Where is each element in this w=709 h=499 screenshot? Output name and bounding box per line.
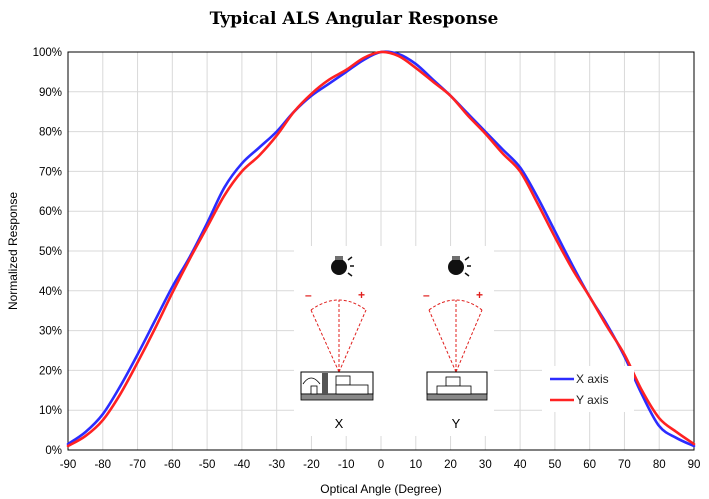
minus-label-y: – xyxy=(423,288,430,302)
x-tick-label: -20 xyxy=(303,459,320,471)
x-tick-label: 70 xyxy=(618,459,631,471)
diagram-y-group: – + Y xyxy=(423,256,488,431)
x-tick-label: 80 xyxy=(653,459,666,471)
y-tick-label: 70% xyxy=(39,166,62,178)
y-tick-label: 20% xyxy=(39,365,62,377)
y-tick-label: 100% xyxy=(33,47,62,59)
series-line-y-axis xyxy=(66,50,696,448)
y-tick-labels: 0% 10% 20% 30% 40% 50% 60% 70% 80% 90% 100% xyxy=(33,47,62,457)
sensor-orientation-diagram: – + X xyxy=(294,246,494,436)
y-tick-label: 0% xyxy=(45,445,62,457)
light-bulb-icon xyxy=(331,256,354,277)
legend: X axis Y axis xyxy=(542,366,634,412)
x-tick-label: -30 xyxy=(268,459,285,471)
y-tick-label: 30% xyxy=(39,326,62,338)
y-axis-label: Normalized Response xyxy=(6,192,20,310)
diagram-x-group: – + X xyxy=(300,256,374,431)
y-tick-label: 60% xyxy=(39,206,62,218)
angle-arc-x xyxy=(310,299,367,311)
x-tick-label: 30 xyxy=(479,459,492,471)
x-tick-label: 50 xyxy=(548,459,561,471)
x-tick-label: 10 xyxy=(409,459,422,471)
ray-left-x xyxy=(310,309,340,373)
diagram-background xyxy=(294,246,494,436)
sensor-module-y xyxy=(426,371,488,401)
ray-right-x xyxy=(338,309,367,373)
x-tick-label: 60 xyxy=(583,459,596,471)
legend-label-y-axis: Y axis xyxy=(576,393,608,407)
minus-label-x: – xyxy=(305,288,312,302)
diagram-label-y: Y xyxy=(452,416,461,431)
ray-left-y xyxy=(428,309,457,373)
x-tick-label: -70 xyxy=(129,459,146,471)
x-tick-label: 90 xyxy=(688,459,701,471)
plus-label-x: + xyxy=(358,288,365,302)
x-axis-label: Optical Angle (Degree) xyxy=(320,482,441,496)
legend-label-x-axis: X axis xyxy=(576,372,609,386)
light-bulb-icon xyxy=(448,256,471,277)
x-tick-label: -90 xyxy=(60,459,77,471)
sensor-module-x xyxy=(300,371,374,401)
series-group xyxy=(66,50,696,448)
angle-arc-y xyxy=(428,299,483,311)
chart-title: Typical ALS Angular Response xyxy=(210,9,499,29)
y-tick-label: 40% xyxy=(39,286,62,298)
y-tick-label: 10% xyxy=(39,405,62,417)
x-tick-label: -60 xyxy=(164,459,181,471)
x-tick-label: -10 xyxy=(338,459,355,471)
x-tick-label: -50 xyxy=(199,459,216,471)
legend-background xyxy=(542,366,634,412)
ray-right-y xyxy=(455,309,483,373)
x-tick-label: 20 xyxy=(444,459,457,471)
y-tick-label: 80% xyxy=(39,127,62,139)
x-tick-labels: -90 -80 -70 -60 -50 -40 -30 -20 -10 0 10 20 30 40 50 60… xyxy=(60,459,701,471)
y-tick-label: 90% xyxy=(39,87,62,99)
y-tick-label: 50% xyxy=(39,246,62,258)
x-tick-label: 40 xyxy=(514,459,527,471)
x-tick-label: -80 xyxy=(94,459,111,471)
x-tick-label: 0 xyxy=(378,459,384,471)
plus-label-y: + xyxy=(476,288,483,302)
diagram-label-x: X xyxy=(335,416,344,431)
x-tick-label: -40 xyxy=(234,459,251,471)
